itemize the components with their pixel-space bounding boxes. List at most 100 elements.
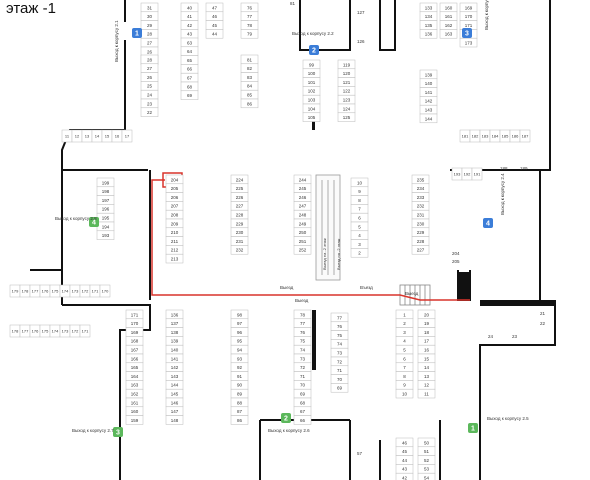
parking-spot-number: 24 [488, 334, 494, 339]
parking-spot-number: 103 [308, 98, 316, 103]
parking-spot-number: 171 [82, 329, 89, 334]
parking-spot-number: 195 [102, 216, 110, 221]
parking-spot-number: 94 [237, 348, 243, 353]
parking-spot-number: 47 [212, 5, 218, 10]
parking-spot [395, 388, 414, 399]
parking-spot-number: 26 [147, 49, 153, 54]
parking-spot-number: 136 [425, 32, 433, 37]
parking-spot-number: 232 [236, 248, 244, 253]
parking-spot-number: 141 [425, 90, 433, 95]
parking-spot-number: 231 [417, 213, 425, 218]
parking-spot-number: 22 [540, 321, 546, 326]
parking-spot [165, 253, 184, 264]
parking-spot-number: 232 [417, 204, 425, 209]
parking-spot-number: 76 [247, 5, 253, 10]
parking-spot-number: 169 [465, 5, 473, 10]
parking-spot-number: 83 [247, 75, 253, 80]
parking-spot-number: 160 [445, 5, 453, 10]
parking-spot-number: 209 [171, 221, 179, 226]
parking-spot-number: 40 [187, 5, 193, 10]
parking-spot-number: 89 [237, 392, 243, 397]
parking-spot-number: 127 [357, 10, 365, 15]
parking-spot-number: 45 [402, 449, 408, 454]
parking-spot [419, 29, 438, 39]
parking-spot-number: 143 [171, 374, 179, 379]
parking-spot-number: 98 [237, 312, 243, 317]
exit-number: 1 [471, 426, 475, 433]
parking-spots: 3130292827262540414243474645447677787913… [9, 2, 531, 480]
parking-spot-number: 14 [95, 134, 100, 139]
parking-spot-number: 26 [147, 75, 153, 80]
parking-spot-number: 72 [300, 365, 306, 370]
parking-spot-number: 171 [131, 312, 139, 317]
parking-spot-number: 81 [247, 57, 253, 62]
exit-number: 4 [92, 220, 96, 227]
parking-spot-number: 9 [403, 383, 406, 388]
parking-spot [165, 415, 184, 425]
parking-spot-number: 14 [424, 365, 430, 370]
parking-spot-number: 87 [237, 409, 243, 414]
parking-spot-number: 144 [425, 116, 433, 121]
exit-marker-icon [132, 28, 142, 38]
parking-spot-number: 95 [237, 339, 243, 344]
parking-spot-number: 175 [42, 329, 49, 334]
ramp-down [315, 174, 341, 281]
parking-spot-number: 213 [171, 257, 179, 262]
route-label-exit: Выезд [295, 298, 309, 303]
parking-spot-number: 177 [32, 289, 39, 294]
parking-spot-number: 233 [417, 195, 425, 200]
parking-spot-number: 78 [300, 312, 306, 317]
parking-spot-number: 245 [299, 186, 307, 191]
parking-spot-number: 160 [131, 409, 139, 414]
parking-spot-number: 227 [417, 248, 425, 253]
parking-spot-number: 76 [337, 324, 343, 329]
parking-spot-number: 234 [417, 186, 425, 191]
parking-spot [230, 245, 249, 255]
ramp-label-exit: Выезд на -2 этаж [322, 238, 327, 270]
parking-spot-number: 124 [343, 106, 351, 111]
stairs [399, 284, 431, 306]
parking-spot-number: 174 [52, 329, 59, 334]
parking-spot-number: 138 [171, 330, 179, 335]
parking-spot-number: 170 [465, 14, 473, 19]
parking-spot-number: 7 [403, 365, 406, 370]
parking-spot [337, 112, 356, 122]
walls [30, 0, 556, 480]
parking-spot-number: 44 [212, 32, 218, 37]
parking-spot-number: 43 [187, 32, 193, 37]
parking-spot [240, 29, 259, 39]
parking-spot-number: 175 [52, 289, 59, 294]
parking-spot-number: 148 [171, 418, 179, 423]
parking-spot-number: 206 [171, 195, 179, 200]
parking-spot-number: 42 [402, 476, 408, 480]
exit-label: Выход к корпусу 2.2 [292, 31, 334, 36]
parking-spot-number: 24 [147, 93, 153, 98]
parking-spot-number: 164 [131, 374, 139, 379]
parking-spot-number: 228 [236, 213, 244, 218]
exit-label: Выход к корпусу 2.7 [72, 428, 114, 433]
parking-spot-number: 199 [102, 180, 110, 185]
parking-spot-number: 226 [236, 195, 244, 200]
route-label-entry: Въезд [360, 285, 373, 290]
parking-spot-number: 82 [247, 66, 253, 71]
parking-spot-number: 125 [343, 115, 351, 120]
parking-spot-number: 77 [337, 315, 343, 320]
parking-spot-number: 134 [425, 14, 433, 19]
parking-spot [205, 29, 224, 39]
parking-spot [302, 112, 321, 122]
exit-marker-icon [89, 217, 99, 227]
parking-spot-number: 122 [343, 89, 351, 94]
parking-spot [330, 383, 349, 393]
exit-marker-icon [483, 218, 493, 228]
parking-spot-number: 193 [454, 172, 461, 177]
parking-spot-number: 4 [358, 233, 361, 238]
exit-number: 2 [284, 416, 288, 423]
parking-spot-number: 25 [147, 84, 153, 89]
exit-number: 4 [486, 221, 490, 228]
parking-spot-number: 71 [337, 368, 343, 373]
parking-spot-number: 45 [212, 23, 218, 28]
parking-spot-number: 251 [299, 239, 307, 244]
parking-spot-number: 93 [237, 356, 243, 361]
parking-spot-number: 104 [308, 106, 316, 111]
parking-spot-number: 173 [62, 329, 69, 334]
